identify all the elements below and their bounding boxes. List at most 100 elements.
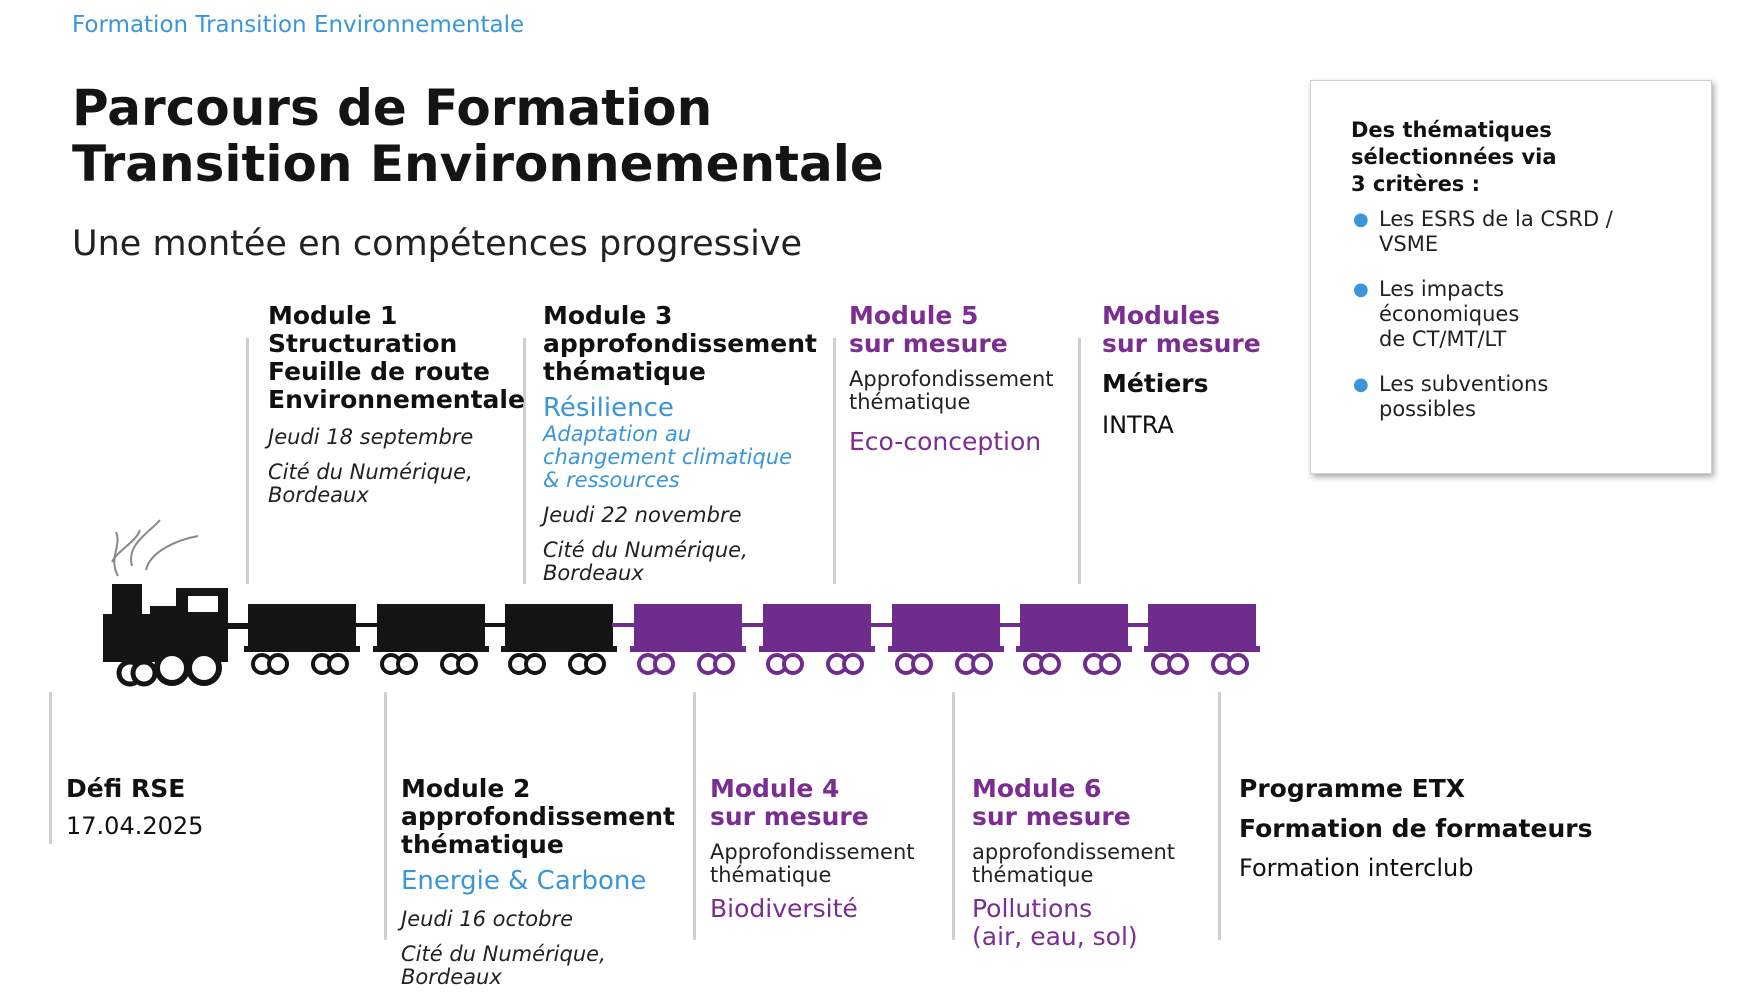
bullet-icon: ● — [1353, 374, 1369, 395]
divider-top-1 — [246, 338, 249, 584]
module-1-date: Jeudi 18 septembre — [268, 425, 474, 449]
module-5-desc-line-1: Approfondissement — [849, 367, 1054, 391]
criteria-list: ● Les ESRS de la CSRD / VSME ● Les impac… — [1351, 207, 1681, 442]
divider-top-3 — [833, 338, 836, 584]
module-6-line-2: sur mesure — [972, 802, 1131, 831]
module-2-theme: Energie & Carbone — [401, 866, 647, 896]
module-3-place-line-1: Cité du Numérique, — [543, 537, 748, 562]
module-6-desc: approfondissement thématique — [972, 841, 1175, 887]
module-4-desc: Approfondissement thématique — [710, 841, 914, 887]
criteria-item: ● Les ESRS de la CSRD / VSME — [1351, 207, 1681, 257]
modules-metiers-intra: INTRA — [1102, 411, 1174, 439]
page-subtitle: Une montée en compétences progressive — [72, 224, 803, 264]
bullet-icon: ● — [1353, 279, 1369, 300]
module-1-line-4: Environnementale — [268, 385, 525, 414]
module-3-card: Module 3 approfondissement thématique Ré… — [543, 302, 817, 585]
module-2-place-line-1: Cité du Numérique, — [401, 941, 606, 966]
module-3-line-2: approfondissement — [543, 329, 817, 358]
wagon-icon — [998, 604, 1132, 675]
module-2-card: Module 2 approfondissement thématique En… — [401, 775, 675, 989]
divider-bottom-5 — [1218, 692, 1221, 940]
module-5-title: Module 5 — [849, 301, 979, 330]
programme-etx-card: Programme ETX Formation de formateurs Fo… — [1239, 774, 1593, 882]
page-title: Parcours de Formation Transition Environ… — [72, 80, 884, 192]
wagon-icon — [612, 604, 746, 675]
programme-etx-line: Formation interclub — [1239, 854, 1474, 882]
train-illustration — [103, 519, 1260, 687]
module-5-desc-line-2: thématique — [849, 390, 971, 414]
module-2-title: Module 2 — [401, 774, 531, 803]
module-6-card: Module 6 sur mesure approfondissement th… — [972, 775, 1175, 950]
module-3-subtheme-1: Adaptation au — [543, 421, 692, 446]
criteria-heading-line-2: sélectionnées via — [1351, 145, 1557, 169]
modules-metiers-title: Modules — [1102, 301, 1221, 330]
divider-top-2 — [523, 338, 526, 584]
programme-etx-title: Programme ETX — [1239, 774, 1466, 803]
wagon-icon — [870, 604, 1004, 675]
wagons-group — [226, 604, 1260, 675]
module-2-place: Cité du Numérique, Bordeaux — [401, 941, 675, 989]
module-3-theme: Résilience — [543, 393, 674, 423]
module-1-line-3: Feuille de route — [268, 357, 490, 386]
module-2-date: Jeudi 16 octobre — [401, 906, 574, 931]
module-5-card: Module 5 sur mesure Approfondissement th… — [849, 302, 1053, 456]
programme-etx-sub: Formation de formateurs — [1239, 814, 1593, 843]
bullet-icon: ● — [1353, 209, 1369, 230]
title-line-2: Transition Environnementale — [72, 135, 884, 193]
module-2-place-line-2: Bordeaux — [401, 964, 502, 989]
module-4-desc-line-1: Approfondissement — [710, 840, 915, 864]
criteria-item-1-line-2: VSME — [1379, 232, 1439, 256]
module-4-card: Module 4 sur mesure Approfondissement th… — [710, 775, 914, 923]
divider-bottom-3 — [693, 692, 696, 940]
module-3-subtheme-3: & ressources — [543, 467, 680, 492]
module-2-line-2: approfondissement — [401, 802, 675, 831]
module-3-place: Cité du Numérique, Bordeaux — [543, 537, 817, 585]
module-5-line-2: sur mesure — [849, 329, 1008, 358]
divider-bottom-4 — [952, 692, 955, 940]
module-1-place-line-1: Cité du Numérique, — [268, 460, 473, 484]
modules-metiers-card: Modules sur mesure Métiers INTRA — [1102, 301, 1261, 439]
modules-metiers-line-2: sur mesure — [1102, 329, 1261, 358]
smoke-icon — [111, 519, 199, 577]
module-2-line-3: thématique — [401, 830, 564, 859]
module-5-desc: Approfondissement thématique — [849, 368, 1053, 414]
module-6-desc-line-2: thématique — [972, 863, 1094, 887]
criteria-heading-line-3: 3 critères : — [1351, 172, 1481, 196]
module-4-title: Module 4 — [710, 774, 840, 803]
module-6-theme-line-2: (air, eau, sol) — [972, 921, 1138, 951]
wagon-icon — [741, 604, 875, 675]
defi-rse-date: 17.04.2025 — [66, 812, 204, 840]
criteria-heading-line-1: Des thématiques — [1351, 118, 1552, 142]
criteria-item-1-line-1: Les ESRS de la CSRD / — [1379, 207, 1613, 231]
module-3-title: Module 3 — [543, 301, 673, 330]
criteria-item-3-line-1: Les subventions — [1379, 372, 1549, 396]
criteria-heading: Des thématiques sélectionnées via 3 crit… — [1351, 117, 1557, 198]
modules-metiers-sub: Métiers — [1102, 369, 1209, 398]
eyebrow-label: Formation Transition Environnementale — [72, 12, 525, 38]
module-5-theme: Eco-conception — [849, 427, 1042, 456]
criteria-box: Des thématiques sélectionnées via 3 crit… — [1310, 80, 1712, 474]
module-6-theme-line-1: Pollutions — [972, 894, 1093, 923]
module-3-subtheme-2: changement climatique — [543, 444, 793, 469]
defi-rse-title: Défi RSE — [66, 774, 186, 803]
wagon-icon — [1126, 604, 1260, 675]
module-1-line-2: Structuration — [268, 329, 458, 358]
module-1-title: Module 1 — [268, 301, 398, 330]
defi-rse-card: Défi RSE 17.04.2025 — [66, 774, 204, 840]
module-1-card: Module 1 Structuration Feuille de route … — [268, 302, 525, 507]
divider-bottom-1 — [49, 692, 52, 844]
module-3-line-3: thématique — [543, 357, 706, 386]
divider-top-4 — [1078, 338, 1081, 584]
criteria-item: ● Les impacts économiques de CT/MT/LT — [1351, 277, 1681, 352]
wagon-icon — [226, 604, 360, 675]
title-line-1: Parcours de Formation — [72, 79, 713, 137]
wagon-icon — [355, 604, 489, 675]
module-4-desc-line-2: thématique — [710, 863, 832, 887]
module-3-date: Jeudi 22 novembre — [543, 502, 742, 527]
module-6-title: Module 6 — [972, 774, 1102, 803]
module-1-place: Cité du Numérique, Bordeaux — [268, 461, 525, 507]
module-1-place-line-2: Bordeaux — [268, 483, 369, 507]
wagon-icon — [483, 604, 617, 675]
divider-bottom-2 — [384, 692, 387, 940]
criteria-item-2-line-2: économiques — [1379, 302, 1520, 326]
